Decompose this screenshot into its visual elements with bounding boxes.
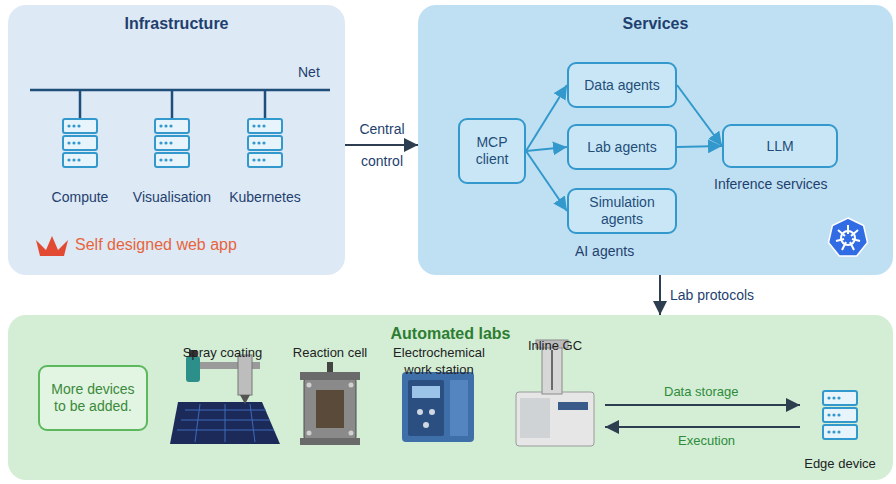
edge-label: Lab protocols — [670, 287, 754, 304]
node-label: MCP client — [466, 134, 518, 168]
edge-label: Central control — [348, 113, 416, 177]
group-label: Inference services — [714, 176, 828, 192]
spray-coater — [170, 350, 280, 444]
server-node: Visualisation — [127, 112, 217, 206]
panel-title: Infrastructure — [8, 15, 345, 33]
kubernetes-icon — [829, 218, 868, 256]
process-box: Simulation agents — [567, 188, 677, 234]
node-label: Edge device — [804, 456, 876, 473]
server-icon — [155, 119, 189, 167]
process-box: MCP client — [458, 118, 526, 184]
note-box: More devices to be added. — [38, 365, 148, 431]
connector-arrow — [605, 426, 800, 428]
edge-label: Data storage — [664, 384, 738, 400]
node-label: Data agents — [584, 77, 660, 94]
panel-title: Automated labs — [8, 325, 893, 343]
node-label: Lab agents — [587, 139, 656, 156]
bus-label: Net — [298, 64, 320, 80]
group-label: AI agents — [575, 243, 634, 259]
server-node: Edge device — [800, 385, 880, 473]
server-icon — [823, 391, 857, 439]
node-label: Visualisation — [133, 189, 211, 206]
server-node: Kubernetes — [220, 112, 310, 206]
process-box: LLM — [722, 124, 838, 168]
node-label: Compute — [52, 189, 109, 206]
connector-arrow — [526, 151, 567, 211]
connector-arrow — [659, 275, 661, 315]
node-label: Simulation agents — [575, 194, 669, 228]
node-label: Reaction cell — [285, 345, 375, 362]
reaction-cell — [300, 362, 360, 445]
node-label: Inline GC — [505, 338, 605, 355]
connector-arrow — [677, 146, 722, 147]
node-label: Kubernetes — [229, 189, 301, 206]
server-icon — [63, 119, 97, 167]
node-label: LLM — [766, 138, 793, 155]
connector-arrow — [526, 85, 567, 151]
device-node: Electrochemical work station — [383, 345, 495, 475]
node-label: Electrochemical work station — [383, 345, 495, 379]
node-label: More devices to be added. — [48, 381, 138, 416]
connector-arrow — [345, 144, 418, 146]
process-box: Data agents — [567, 62, 677, 108]
process-box: Lab agents — [567, 124, 677, 170]
node-label: Spray coating — [160, 345, 285, 362]
server-icon — [248, 119, 282, 167]
edge-label: Execution — [678, 433, 735, 449]
connector-arrow — [605, 404, 800, 406]
webapp-icon — [36, 236, 68, 256]
gas-chromatograph — [516, 340, 594, 446]
device-node: Inline GC — [505, 338, 605, 470]
labs-panel: Automated labsMore devices to be added. S… — [8, 315, 893, 480]
panel-title: Services — [418, 15, 893, 33]
electrochemical-workstation — [402, 372, 474, 442]
server-node: Compute — [35, 112, 125, 206]
infrastructure-panel: InfrastructureCompute Visualisation Kubern… — [8, 5, 345, 275]
connector-arrow — [677, 85, 722, 146]
net-bus — [30, 90, 330, 118]
services-panel: ServicesMCP client Data agentsLab agentsS… — [418, 5, 893, 275]
device-node: Reaction cell — [285, 345, 375, 470]
app-label: Self designed web app — [75, 236, 237, 254]
connector-arrow — [526, 147, 567, 151]
device-node: Spray coating — [160, 345, 285, 470]
